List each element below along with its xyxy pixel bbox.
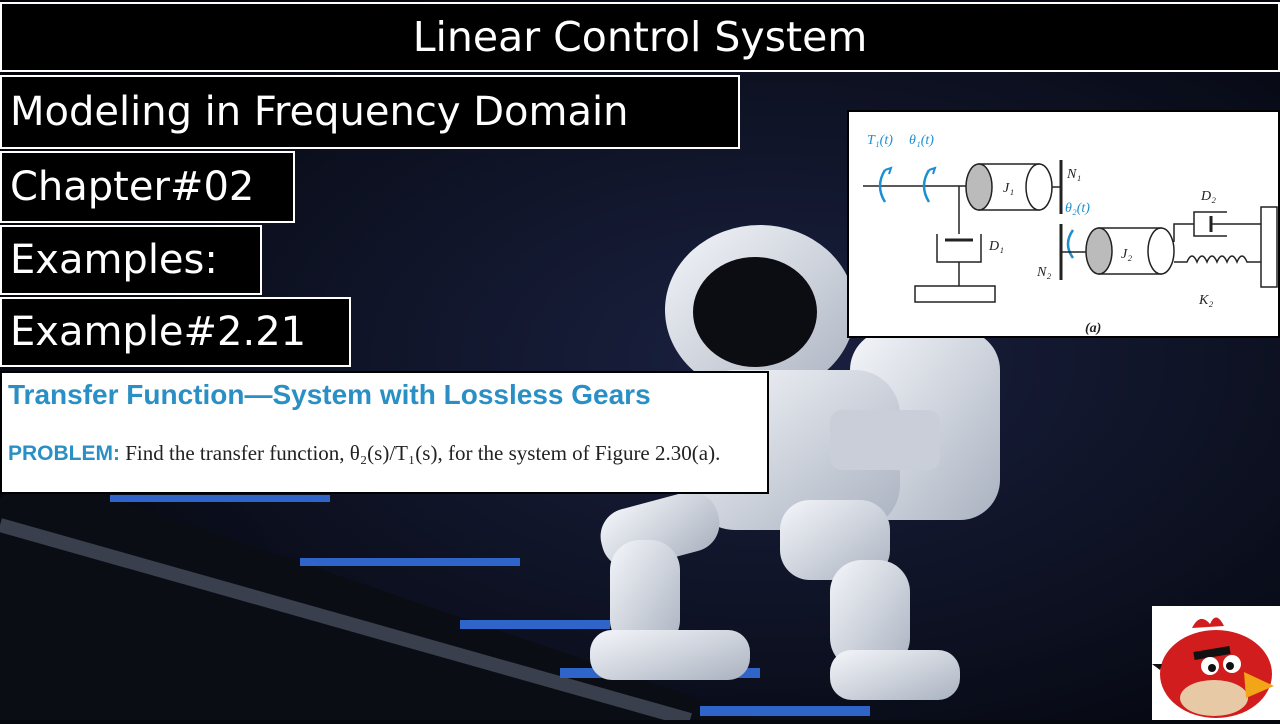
label-K2: K₂: [1198, 293, 1213, 308]
page-title: Linear Control System: [0, 2, 1280, 72]
angry-bird-logo: [1152, 606, 1280, 720]
label-T1: T₁(t): [867, 133, 893, 148]
chapter-label: Chapter#02: [0, 151, 295, 223]
section-label: Examples:: [0, 225, 262, 295]
problem-line: PROBLEM: Find the transfer function, θ₂(…: [8, 441, 720, 466]
angry-bird-icon: [1152, 617, 1274, 718]
figure-caption: (a): [1085, 321, 1101, 336]
torque-arrow-icon: [878, 169, 887, 203]
problem-title: Transfer Function—System with Lossless G…: [8, 379, 651, 410]
problem-statement-panel: Transfer Function—System with Lossless G…: [0, 371, 769, 494]
problem-text: Find the transfer function, θ₂(s)/T₁(s),…: [125, 441, 721, 465]
label-N2: N₂: [1036, 265, 1051, 280]
problem-prefix: PROBLEM:: [8, 442, 120, 465]
example-number-label: Example#2.21: [0, 297, 351, 367]
subtitle-label: Modeling in Frequency Domain: [0, 75, 740, 149]
gear-system-figure: T₁(t) θ₁(t) J₁ N₁ D₁ θ₂(t) D₂ J₂ N₂ K₂ (…: [847, 110, 1280, 338]
label-theta1: θ₁(t): [909, 133, 934, 148]
label-J1: J₁: [1003, 181, 1014, 196]
label-N1: N₁: [1066, 167, 1081, 182]
rotation-arrow-icon: [922, 169, 931, 203]
label-J2: J₂: [1121, 247, 1132, 262]
label-D1: D₁: [988, 239, 1004, 254]
label-D2: D₂: [1200, 189, 1216, 204]
label-theta2: θ₂(t): [1065, 201, 1090, 216]
